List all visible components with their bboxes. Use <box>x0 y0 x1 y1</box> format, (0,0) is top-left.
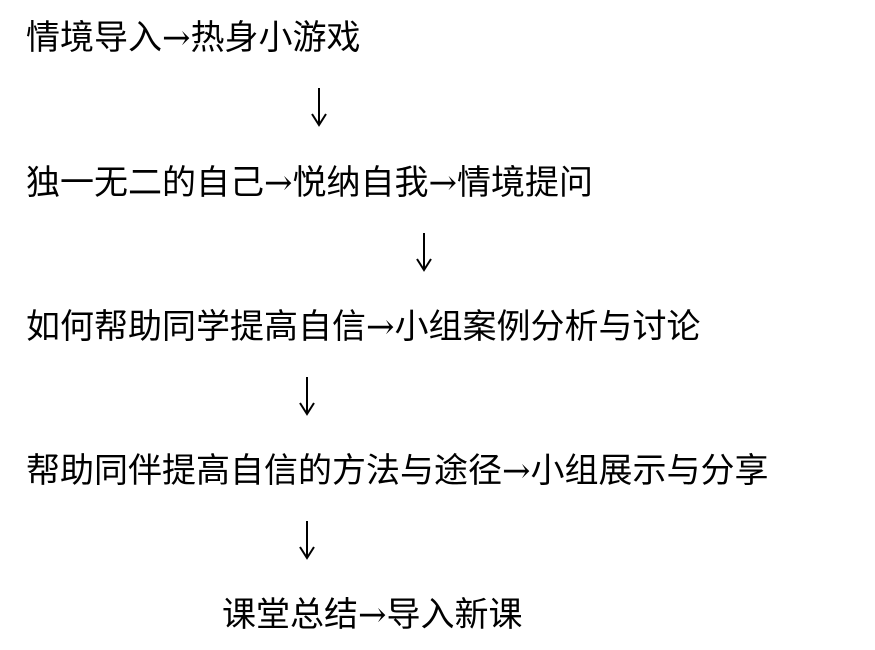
flow-step-1: 情境导入→热身小游戏 <box>26 18 361 58</box>
flow-step-3: 如何帮助同学提高自信→小组案例分析与讨论 <box>26 307 701 347</box>
flow-step-4: 帮助同伴提高自信的方法与途径→小组展示与分享 <box>26 451 769 491</box>
down-arrow-icon <box>298 520 316 560</box>
down-arrow-icon <box>415 232 433 272</box>
down-arrow-icon <box>310 87 328 127</box>
down-arrow-icon <box>298 376 316 416</box>
flow-step-2: 独一无二的自己→悦纳自我→情境提问 <box>26 163 593 203</box>
flow-step-5: 课堂总结→导入新课 <box>222 595 523 635</box>
